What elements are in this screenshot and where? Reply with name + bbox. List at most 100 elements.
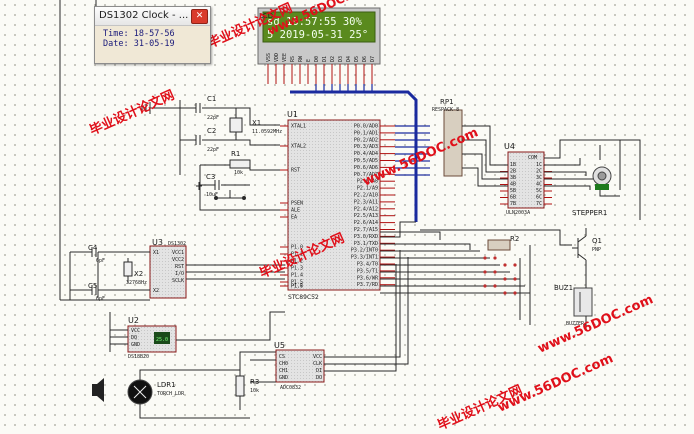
c5-ref: C5 bbox=[88, 282, 97, 290]
mcu-pin-label: P3.5/T1 bbox=[357, 268, 378, 274]
watermark-url: www.56DOC.com bbox=[536, 292, 656, 356]
date-row: Date: 31-05-19 bbox=[103, 39, 202, 49]
u2-wiring bbox=[109, 311, 285, 352]
ds1302-clock-window[interactable]: DS1302 Clock - ... ✕ Time: 18-57-56 Date… bbox=[94, 6, 211, 64]
u3-pin-label: X2 bbox=[153, 288, 159, 294]
crystal-circuit bbox=[150, 100, 280, 211]
u5-ref: U5 bbox=[274, 341, 285, 350]
c3-val: 10uF bbox=[206, 192, 218, 198]
mcu-pin-label: P3.6/WR bbox=[357, 275, 379, 281]
lcd-pin-label: D7 bbox=[370, 56, 376, 62]
mcu-pin-label: P2.3/A11 bbox=[354, 199, 378, 205]
u4-pin-label: 7C bbox=[536, 201, 542, 207]
uln2003-u4[interactable]: U4 ULN2003A COM 1B2B3B4B5B6B7B1C2C3C4C5C… bbox=[500, 142, 552, 216]
u5-pin-label: GND bbox=[279, 375, 288, 381]
mcu-pin-label: P0.1/AD1 bbox=[354, 130, 378, 136]
u2-display bbox=[154, 332, 170, 344]
window-body: Time: 18-57-56 Date: 31-05-19 bbox=[95, 26, 210, 52]
x1-ref: X1 bbox=[252, 119, 261, 127]
window-titlebar[interactable]: DS1302 Clock - ... ✕ bbox=[95, 7, 210, 26]
r2-resistor-pack[interactable]: R2 bbox=[487, 235, 519, 251]
u4-pin-label: 6B bbox=[510, 195, 516, 201]
r1-ref: R1 bbox=[231, 150, 240, 158]
u4-pin-label: 3B bbox=[510, 175, 516, 181]
u4-pin-label: 4B bbox=[510, 182, 516, 188]
close-icon[interactable]: ✕ bbox=[191, 9, 208, 24]
mcu-pin-label: P3.0/RXD bbox=[354, 234, 378, 240]
mcu-pin-label: P0.6/AD6 bbox=[354, 165, 378, 171]
ldr-ref: LDR1 bbox=[157, 381, 176, 389]
u4-part: ULN2003A bbox=[506, 210, 530, 216]
c3-ref: C3 bbox=[206, 173, 215, 181]
u4-pin-label: 1C bbox=[536, 162, 542, 168]
lcd-pin-label: D6 bbox=[362, 56, 368, 62]
mcu-pin-label: P1.4 bbox=[291, 273, 303, 279]
u3-pin-label: RST bbox=[175, 264, 184, 270]
u5-pin-label: CH0 bbox=[279, 361, 288, 367]
lcd-pin-label: D0 bbox=[314, 56, 320, 62]
mcu-pin-label: P0.0/AD0 bbox=[354, 124, 378, 130]
buzzer[interactable]: BUZ1 BUZZER bbox=[554, 284, 593, 327]
u4-pin-label: 6C bbox=[536, 195, 542, 201]
mcu-pin-label: P2.6/A14 bbox=[354, 220, 378, 226]
u4-ref: U4 bbox=[504, 142, 515, 151]
mcu-pin-label: P1.7 bbox=[291, 284, 303, 290]
u5-part: ADC0832 bbox=[280, 385, 301, 391]
u4-pin-label: 5C bbox=[536, 188, 542, 194]
u3-part: DS1302 bbox=[168, 241, 186, 247]
u5-pin-label: VCC bbox=[313, 354, 322, 360]
mcu-pin-label: PSEN bbox=[291, 201, 303, 207]
u4-pin-label: 3C bbox=[536, 175, 542, 181]
mcu-pin-label: EA bbox=[291, 215, 297, 221]
lcd-pin-label: RW bbox=[298, 55, 304, 62]
lcd-line-2: 5 2019-05-31 25° bbox=[267, 29, 368, 41]
lcd-ref: LCD bbox=[259, 12, 273, 20]
lcd-pin-label: D1 bbox=[322, 56, 328, 62]
lcd-pin-label: D3 bbox=[338, 56, 344, 62]
u2-pin-label: DQ bbox=[131, 335, 137, 341]
misc-wiring bbox=[59, 0, 641, 301]
u2-pin-label: GND bbox=[131, 342, 140, 348]
mcu-pin-label: P1.5 bbox=[291, 280, 303, 286]
lcd-pin-label: VSS bbox=[266, 53, 272, 62]
u4-pin-label: 5B bbox=[510, 188, 516, 194]
u5-pin-label: CLK bbox=[313, 361, 322, 367]
push-buttons[interactable] bbox=[483, 256, 517, 295]
mcu-pin-label: P1.0 bbox=[291, 245, 303, 251]
watermark-url: www.56DOC.com bbox=[496, 351, 616, 415]
r2-ref: R2 bbox=[510, 235, 519, 243]
keypad-wiring bbox=[380, 229, 572, 325]
speaker-icon bbox=[92, 378, 104, 402]
u3-pin-label: VCC1 bbox=[172, 250, 184, 256]
c1-val: 22pF bbox=[207, 115, 219, 121]
mcu-pin-label: XTAL1 bbox=[291, 124, 306, 130]
time-value: 18-57-56 bbox=[133, 29, 175, 39]
mcu-pin-label: P0.2/AD2 bbox=[354, 137, 378, 143]
lcd-pin-label: D2 bbox=[330, 56, 336, 62]
lcd-pin-label: E bbox=[306, 59, 312, 62]
u5-pin-label: DO bbox=[316, 375, 322, 381]
lcd-pin-label: VDD bbox=[274, 53, 280, 62]
transistor-q1[interactable]: Q1 PNP bbox=[572, 228, 602, 276]
lcd-pin-label: RS bbox=[290, 56, 296, 62]
x1-val: 11.0592MHz bbox=[252, 129, 282, 135]
stepper-ref: STEPPER1 bbox=[572, 209, 607, 217]
lcd-module[interactable]: sd 18:57:55 30% 5 2019-05-31 25° LCD VSS… bbox=[257, 7, 381, 65]
mcu-u1[interactable]: U1 STC89C52 XTAL1XTAL2RSTPSENALEEAP1.0P1… bbox=[280, 110, 395, 301]
stepper-motor[interactable]: STEPPER1 bbox=[572, 166, 612, 217]
ldr-sensor[interactable]: LDR1 TORCH_LDR bbox=[127, 379, 185, 405]
c1-ref: C1 bbox=[207, 95, 216, 103]
mcu-part: STC89C52 bbox=[288, 294, 319, 301]
rp1-resistor-pack[interactable]: RP1 RESPACK-8 bbox=[432, 98, 463, 177]
u2-pin-label: VCC bbox=[131, 328, 140, 334]
rp1-ref: RP1 bbox=[440, 98, 454, 106]
u4-pin-label: 2B bbox=[510, 169, 516, 175]
c4-val: 6pF bbox=[96, 258, 105, 264]
q1-part: PNP bbox=[592, 247, 601, 253]
